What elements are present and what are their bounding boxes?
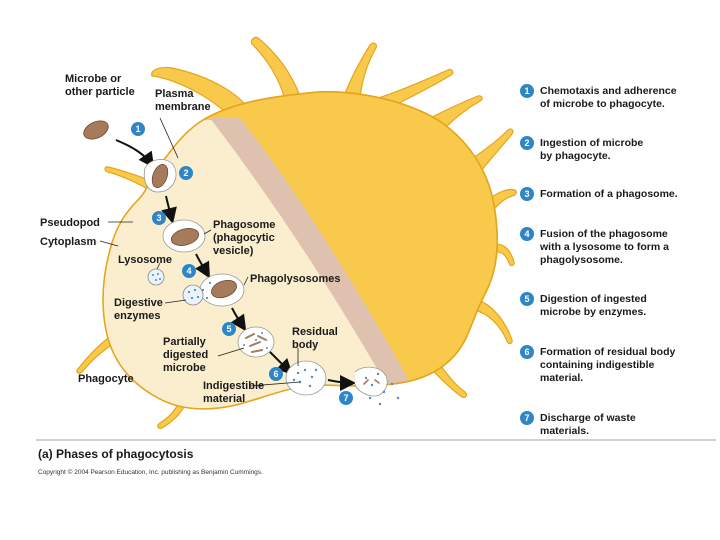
svg-text:4: 4 [524, 229, 529, 239]
phagosome-microbe [170, 228, 200, 246]
label-pseudopod: Pseudopod [40, 217, 100, 229]
svg-text:3: 3 [156, 213, 161, 223]
svg-text:5: 5 [524, 294, 529, 304]
cytoplasm-region [103, 120, 405, 409]
svg-text:7: 7 [524, 413, 529, 423]
svg-text:5: 5 [226, 324, 231, 334]
badge-4-diagram: 4 [182, 264, 196, 278]
label-cytoplasm: Cytoplasm [40, 236, 96, 248]
arrow-4 [230, 307, 247, 332]
badge-5-diagram: 5 [222, 322, 236, 336]
svg-text:1: 1 [135, 124, 140, 134]
arrow-1 [115, 139, 155, 169]
figure-caption: (a) Phases of phagocytosis [38, 447, 194, 461]
fusing-lysosome [182, 284, 204, 306]
phagolysosome-microbe [211, 279, 237, 299]
svg-text:2: 2 [524, 138, 529, 148]
digesting-vesicle [237, 326, 275, 358]
svg-text:6: 6 [524, 347, 529, 357]
svg-text:3: 3 [524, 189, 529, 199]
microbe-fragments [245, 333, 267, 353]
leader-lines [99, 117, 301, 387]
svg-text:1: 1 [524, 86, 529, 96]
arrow-3 [195, 253, 210, 279]
ingested-microbe [151, 164, 169, 188]
svg-text:Formation of a phagosome.: Formation of a phagosome. [540, 188, 678, 200]
svg-text:7: 7 [343, 393, 348, 403]
residual-body [285, 360, 327, 396]
arrow-6 [327, 374, 356, 391]
lysosome-enzymes [152, 273, 161, 281]
step-3: 3 Formation of a phagosome. [520, 187, 678, 201]
cell-filaments [76, 36, 517, 430]
digest-enzyme-dots [243, 332, 268, 349]
badge-7-diagram: 7 [339, 391, 353, 405]
discharge-opening [354, 366, 388, 397]
membrane-cutaway [210, 118, 420, 400]
svg-text:2: 2 [183, 168, 188, 178]
lysosome [147, 268, 165, 286]
label-phagolysosomes: Phagolysosomes [250, 273, 340, 285]
diagram-badges: 1 2 3 4 5 6 7 [131, 122, 353, 405]
badge-1-diagram: 1 [131, 122, 145, 136]
microbe-particle [83, 120, 109, 140]
phagocyte-cell [102, 90, 499, 410]
svg-text:4: 4 [186, 266, 191, 276]
label-lysosome: Lysosome [118, 254, 172, 266]
badge-6-diagram: 6 [269, 367, 283, 381]
copyright-line: Copyright © 2004 Pearson Education, Inc.… [38, 468, 263, 476]
badge-2-diagram: 2 [179, 166, 193, 180]
arrow-2 [161, 195, 177, 224]
label-phagocyte: Phagocyte [78, 373, 134, 385]
svg-text:6: 6 [273, 369, 278, 379]
badge-3-diagram: 3 [152, 211, 166, 225]
enzyme-dots [187, 281, 212, 300]
discharged-waste [364, 372, 400, 406]
